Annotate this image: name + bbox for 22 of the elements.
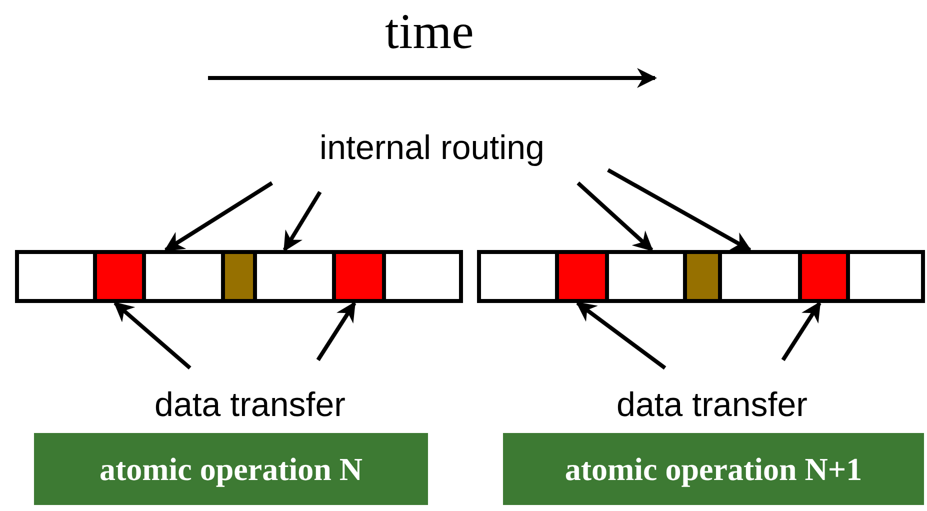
time-slot	[683, 254, 718, 299]
time-slot	[332, 254, 382, 299]
leader-arrow	[607, 168, 752, 252]
time-slot	[221, 254, 253, 299]
leader-arrow	[316, 301, 356, 362]
leader-arrow	[164, 181, 274, 252]
caption-text: data transfer	[110, 385, 390, 425]
caption-text: data transfer	[572, 385, 852, 425]
time-slot	[555, 254, 605, 299]
caption-text: internal routing	[282, 128, 582, 168]
leader-arrow	[781, 301, 822, 362]
axis-label: time	[385, 2, 474, 60]
timeline-bar	[477, 250, 925, 303]
time-slot	[798, 254, 846, 299]
leader-arrow	[282, 190, 322, 252]
operation-banner: atomic operation N	[34, 433, 428, 505]
operation-banner: atomic operation N+1	[503, 433, 924, 505]
time-slot	[93, 254, 142, 299]
leader-arrow	[576, 182, 654, 252]
leader-arrow	[576, 301, 666, 370]
timeline-bar	[15, 250, 463, 303]
leader-arrow	[114, 301, 192, 370]
